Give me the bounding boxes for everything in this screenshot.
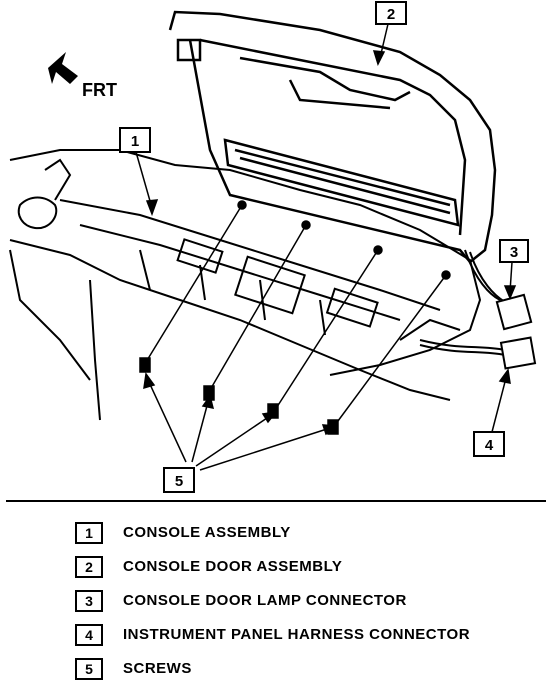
callout-3: 3 xyxy=(499,239,529,263)
legend-label: CONSOLE DOOR LAMP CONNECTOR xyxy=(123,592,407,609)
legend-item: 2 CONSOLE DOOR ASSEMBLY xyxy=(75,554,535,588)
harness-drawing xyxy=(419,249,506,356)
leader-lines xyxy=(135,23,517,471)
callout-4-label: 4 xyxy=(485,437,494,454)
front-arrow-icon xyxy=(48,52,78,84)
legend-number: 1 xyxy=(75,522,103,544)
legend-number: 5 xyxy=(75,658,103,680)
callout-1-label: 1 xyxy=(131,133,139,150)
console-door-drawing xyxy=(168,10,497,263)
parts-legend: 1 CONSOLE ASSEMBLY 2 CONSOLE DOOR ASSEMB… xyxy=(75,520,535,690)
legend-label: INSTRUMENT PANEL HARNESS CONNECTOR xyxy=(123,626,471,643)
callout-1: 1 xyxy=(119,127,151,153)
console-door-lamp-connector xyxy=(495,293,533,331)
callout-2: 2 xyxy=(375,1,407,25)
front-label: FRT xyxy=(82,80,117,100)
legend-label: CONSOLE ASSEMBLY xyxy=(123,524,291,541)
callout-3-label: 3 xyxy=(510,244,518,261)
legend-number: 2 xyxy=(75,556,103,578)
console-base-drawing xyxy=(9,149,482,421)
callout-5-label: 5 xyxy=(175,473,183,490)
callout-4: 4 xyxy=(473,431,505,457)
callout-5: 5 xyxy=(163,467,195,493)
legend-item: 1 CONSOLE ASSEMBLY xyxy=(75,520,535,554)
legend-divider xyxy=(6,500,546,502)
legend-number: 4 xyxy=(75,624,103,646)
callout-2-label: 2 xyxy=(387,6,395,23)
legend-item: 5 SCREWS xyxy=(75,656,535,690)
screw-icon xyxy=(267,403,279,419)
legend-label: SCREWS xyxy=(123,660,192,677)
console-diagram: FRT xyxy=(9,1,537,493)
legend-item: 3 CONSOLE DOOR LAMP CONNECTOR xyxy=(75,588,535,622)
screw-icon xyxy=(139,357,151,373)
instrument-panel-harness-connector xyxy=(499,336,537,370)
front-direction-indicator: FRT xyxy=(48,52,117,100)
legend-label: CONSOLE DOOR ASSEMBLY xyxy=(123,558,343,575)
legend-number: 3 xyxy=(75,590,103,612)
legend-item: 4 INSTRUMENT PANEL HARNESS CONNECTOR xyxy=(75,622,535,656)
